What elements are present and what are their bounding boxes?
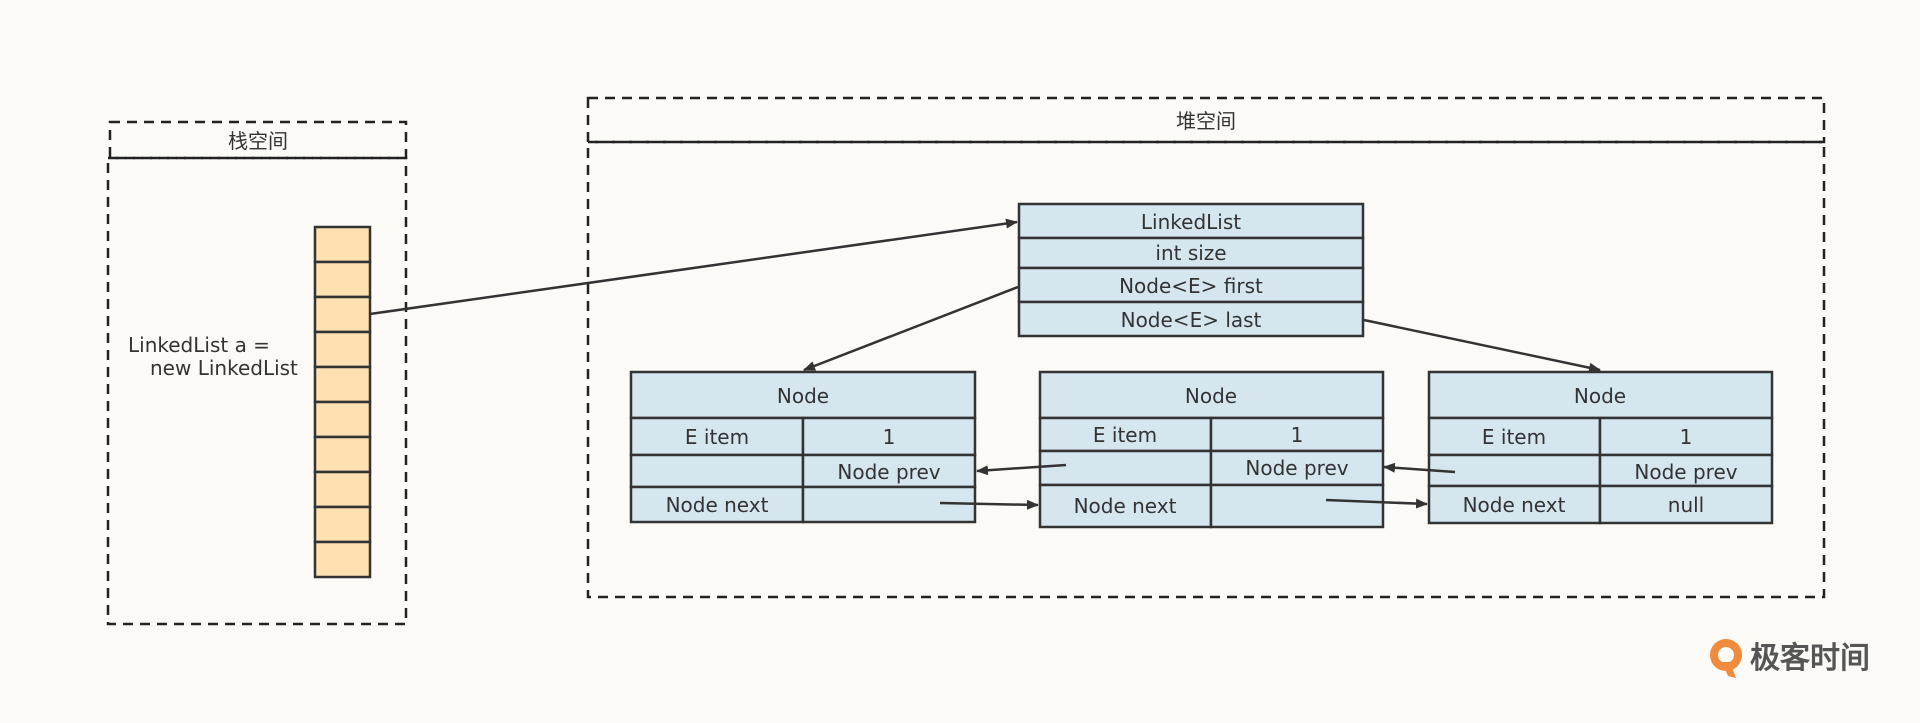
heap-space: 堆空间 LinkedList int size Node<E> first No… xyxy=(369,96,1826,599)
node-cell xyxy=(1427,484,1602,525)
linkedlist-field-last: Node<E> last xyxy=(1121,308,1262,332)
node-next-label: Node next xyxy=(1463,493,1566,517)
node-cell xyxy=(1598,453,1774,488)
stack-frame xyxy=(313,225,372,579)
node-cell xyxy=(1427,453,1602,488)
node-item-label: E item xyxy=(1093,423,1157,447)
next-arrow-node1-to-node2 xyxy=(939,499,1039,510)
stack-slot xyxy=(313,365,372,404)
node-header-cell xyxy=(629,370,977,420)
node-cell xyxy=(1038,483,1213,529)
node-item-value: 1 xyxy=(883,425,896,449)
stack-slot xyxy=(313,470,372,509)
stack-slot xyxy=(313,505,372,544)
stack-slot xyxy=(313,540,372,579)
node-next-label: Node next xyxy=(666,493,769,517)
node-prev-label: Node prev xyxy=(837,460,940,484)
node-header: Node xyxy=(777,384,829,408)
stack-title: 栈空间 xyxy=(228,129,288,153)
linkedlist-object: LinkedList int size Node<E> first Node<E… xyxy=(1017,202,1365,338)
node-header: Node xyxy=(1574,384,1626,408)
stack-body-box xyxy=(106,156,408,626)
stack-slot xyxy=(313,435,372,474)
last-pointer-arrow xyxy=(1363,318,1601,373)
stack-slot xyxy=(313,295,372,334)
node-next-value: null xyxy=(1668,493,1704,517)
node-cell xyxy=(801,485,977,524)
stack-slot xyxy=(313,330,372,369)
stack-slot xyxy=(313,260,372,299)
node-item-label: E item xyxy=(1482,425,1546,449)
stack-slot xyxy=(313,225,372,264)
geektime-logo-icon xyxy=(1710,639,1742,678)
node-cell xyxy=(629,453,805,489)
node-next-label: Node next xyxy=(1074,494,1177,518)
prev-arrow-node2-to-node1 xyxy=(976,463,1067,476)
heap-title: 堆空间 xyxy=(1176,109,1236,133)
node-box-3: Node E item 1 Node prev Node next null xyxy=(1427,370,1774,525)
stack-variable-line1: LinkedList a = xyxy=(128,333,270,357)
node-cell xyxy=(801,416,977,457)
heap-title-box xyxy=(586,96,1826,144)
node-prev-label: Node prev xyxy=(1634,460,1737,484)
linkedlist-header: LinkedList xyxy=(1141,210,1241,234)
node-item-label: E item xyxy=(685,425,749,449)
node-cell xyxy=(1427,416,1602,457)
node-box-2: Node E item 1 Node prev Node next xyxy=(1038,370,1385,529)
linkedlist-size-cell xyxy=(1017,236,1365,270)
node-prev-label: Node prev xyxy=(1245,456,1348,480)
node-cell xyxy=(1209,483,1385,529)
linkedlist-field-first: Node<E> first xyxy=(1119,274,1263,298)
prev-arrow-node3-to-node2 xyxy=(1383,462,1456,474)
node-item-value: 1 xyxy=(1291,423,1304,447)
stack-title-box xyxy=(108,120,408,160)
linkedlist-field-size: int size xyxy=(1155,241,1226,265)
node-box-1: Node E item 1 Node prev Node next xyxy=(629,370,977,524)
stack-slot xyxy=(313,400,372,439)
node-item-value: 1 xyxy=(1680,425,1693,449)
node-header: Node xyxy=(1185,384,1237,408)
brand-name: 极客时间 xyxy=(1750,641,1870,676)
linkedlist-last-cell xyxy=(1017,300,1365,338)
node-cell xyxy=(1038,449,1213,487)
heap-body-box xyxy=(586,140,1826,599)
stack-variable-line2: new LinkedList xyxy=(150,356,298,380)
first-pointer-arrow xyxy=(803,285,1019,372)
reference-arrow-stack-to-linkedlist xyxy=(369,218,1018,316)
next-arrow-node2-to-node3 xyxy=(1325,498,1428,509)
node-cell xyxy=(1598,484,1774,525)
node-cell xyxy=(629,485,805,524)
linkedlist-header-cell xyxy=(1017,202,1365,240)
node-cell xyxy=(801,453,977,489)
stack-space: 栈空间 LinkedList a = new LinkedList xyxy=(106,120,408,626)
brand-logo: 极客时间 xyxy=(1710,639,1870,678)
